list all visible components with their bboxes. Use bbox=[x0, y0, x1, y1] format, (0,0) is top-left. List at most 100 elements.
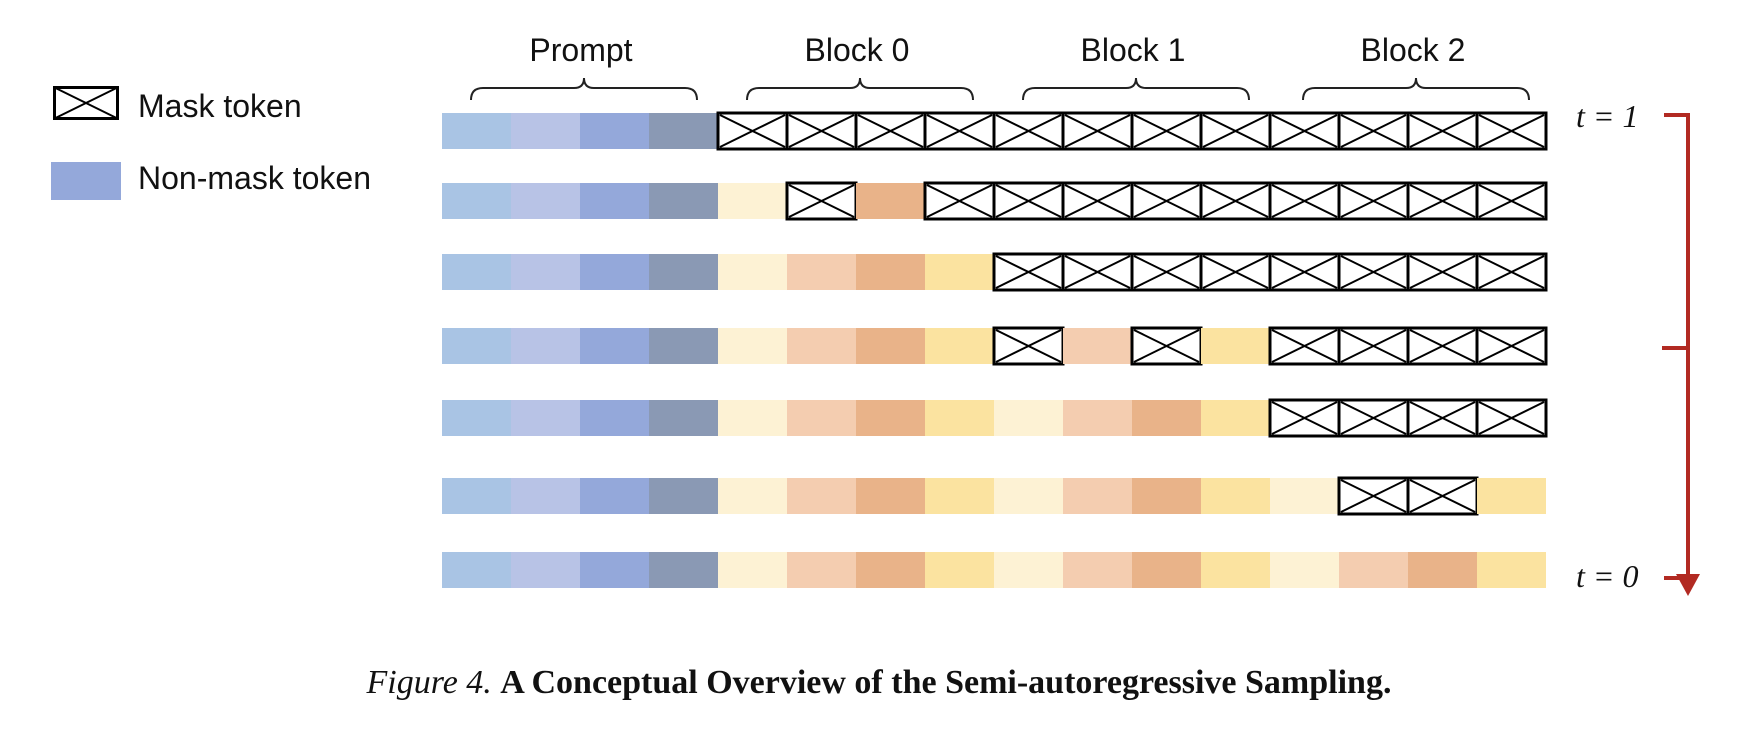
mask-token bbox=[1268, 181, 1341, 221]
prompt-token bbox=[511, 328, 580, 364]
non-mask-token-legend-swatch bbox=[51, 162, 121, 200]
mask-token bbox=[1337, 398, 1410, 438]
token-row-4 bbox=[442, 398, 1548, 438]
decoded-token bbox=[1270, 478, 1339, 514]
mask-token bbox=[1406, 252, 1479, 292]
prompt-token bbox=[649, 400, 718, 436]
token-row-2 bbox=[442, 252, 1548, 292]
decoded-token bbox=[925, 254, 994, 290]
mask-token-cross bbox=[1340, 329, 1407, 363]
decoded-token bbox=[856, 552, 925, 588]
mask-token bbox=[1475, 111, 1548, 151]
mask-token-cross bbox=[995, 114, 1062, 148]
mask-token bbox=[1268, 252, 1341, 292]
decoded-token bbox=[718, 552, 787, 588]
decoded-token bbox=[787, 328, 856, 364]
block-2-label: Block 2 bbox=[1360, 32, 1466, 68]
prompt-token bbox=[649, 183, 718, 219]
mask-token-legend-label: Mask token bbox=[138, 88, 302, 124]
timeline-arrowhead bbox=[1676, 574, 1700, 596]
mask-token bbox=[1337, 111, 1410, 151]
prompt-token bbox=[442, 328, 511, 364]
mask-token-cross bbox=[1271, 184, 1338, 218]
mask-token-cross bbox=[926, 184, 993, 218]
caption-title: A Conceptual Overview of the Semi-autore… bbox=[500, 664, 1392, 701]
decoded-token bbox=[1063, 328, 1132, 364]
mask-token-cross bbox=[1478, 114, 1545, 148]
mask-token bbox=[1130, 326, 1203, 366]
mask-token-cross bbox=[719, 114, 786, 148]
mask-token-cross bbox=[1133, 184, 1200, 218]
mask-token bbox=[1130, 252, 1203, 292]
mask-token-cross bbox=[788, 184, 855, 218]
mask-token-cross bbox=[857, 114, 924, 148]
mask-token bbox=[1268, 111, 1341, 151]
decoded-token bbox=[1201, 400, 1270, 436]
mask-token bbox=[1475, 181, 1548, 221]
prompt-label: Prompt bbox=[529, 32, 633, 68]
prompt-token bbox=[580, 254, 649, 290]
decoded-token bbox=[718, 328, 787, 364]
mask-token-cross bbox=[1064, 114, 1131, 148]
token-row-1 bbox=[442, 181, 1548, 221]
mask-token bbox=[1406, 398, 1479, 438]
prompt-brace bbox=[470, 77, 698, 101]
decoded-token bbox=[1408, 552, 1477, 588]
mask-token-cross bbox=[1064, 255, 1131, 289]
mask-token-cross bbox=[1478, 184, 1545, 218]
decoded-token bbox=[787, 552, 856, 588]
decoded-token bbox=[1201, 328, 1270, 364]
prompt-token bbox=[442, 254, 511, 290]
prompt-token bbox=[649, 254, 718, 290]
prompt-token bbox=[649, 113, 718, 149]
mask-token-cross bbox=[1271, 114, 1338, 148]
mask-token-cross bbox=[1340, 114, 1407, 148]
non-mask-token-legend-label: Non-mask token bbox=[138, 160, 371, 196]
mask-token bbox=[1199, 181, 1272, 221]
mask-token-cross bbox=[1478, 255, 1545, 289]
mask-token-cross bbox=[1340, 479, 1407, 513]
mask-token bbox=[1337, 252, 1410, 292]
prompt-token bbox=[649, 478, 718, 514]
mask-token bbox=[1337, 476, 1410, 516]
block-1-label: Block 1 bbox=[1080, 32, 1186, 68]
decoded-token bbox=[856, 478, 925, 514]
mask-token-cross bbox=[1409, 255, 1476, 289]
mask-token bbox=[1268, 326, 1341, 366]
decoded-token bbox=[1201, 552, 1270, 588]
decoded-token bbox=[925, 478, 994, 514]
mask-token-cross bbox=[1409, 184, 1476, 218]
decoded-token bbox=[718, 478, 787, 514]
decoded-token bbox=[718, 254, 787, 290]
decoded-token bbox=[925, 400, 994, 436]
t-start-label: t = 1 bbox=[1576, 98, 1639, 134]
mask-token-cross bbox=[1064, 184, 1131, 218]
mask-token-cross bbox=[1340, 401, 1407, 435]
decoded-token bbox=[1201, 478, 1270, 514]
mask-token bbox=[1475, 326, 1548, 366]
mask-token-cross bbox=[1271, 329, 1338, 363]
mask-token bbox=[785, 111, 858, 151]
mask-token-legend-icon bbox=[53, 86, 119, 120]
mask-token bbox=[1061, 181, 1134, 221]
decoded-token bbox=[1132, 478, 1201, 514]
mask-token bbox=[992, 252, 1065, 292]
decoded-token bbox=[1063, 478, 1132, 514]
decoded-token bbox=[994, 400, 1063, 436]
prompt-token bbox=[511, 552, 580, 588]
token-row-5 bbox=[442, 476, 1546, 516]
prompt-token bbox=[580, 183, 649, 219]
decoded-token bbox=[925, 328, 994, 364]
mask-token bbox=[1268, 398, 1341, 438]
mask-token bbox=[1406, 326, 1479, 366]
mask-token bbox=[992, 181, 1065, 221]
mask-token bbox=[1337, 181, 1410, 221]
block-1-brace bbox=[1022, 77, 1250, 101]
mask-token-cross bbox=[995, 329, 1062, 363]
caption-figure-label: Figure 4. bbox=[366, 664, 492, 701]
prompt-token bbox=[580, 113, 649, 149]
prompt-token bbox=[442, 400, 511, 436]
prompt-token bbox=[511, 183, 580, 219]
decoded-token bbox=[1063, 400, 1132, 436]
